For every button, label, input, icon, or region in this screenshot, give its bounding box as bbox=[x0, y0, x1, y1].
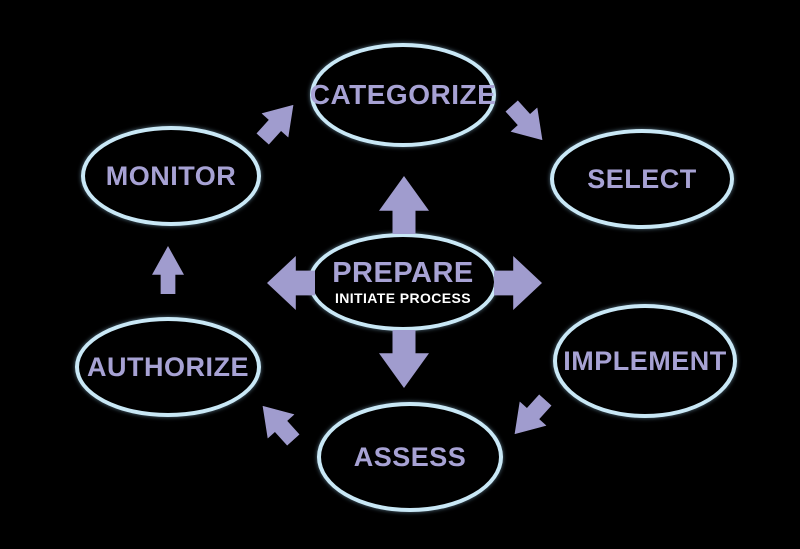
node-monitor: MONITOR bbox=[81, 126, 261, 226]
arrow-implement-to-assess-icon bbox=[501, 388, 559, 446]
node-authorize: AUTHORIZE bbox=[75, 317, 261, 417]
node-assess-label: ASSESS bbox=[353, 441, 467, 472]
arrow-left-icon bbox=[267, 256, 315, 310]
node-authorize-label: AUTHORIZE bbox=[87, 351, 249, 382]
node-prepare-sublabel: INITIATE PROCESS bbox=[334, 289, 472, 306]
arrow-authorize-to-monitor-icon bbox=[152, 246, 184, 294]
arrow-down-icon bbox=[379, 330, 429, 388]
node-select: SELECT bbox=[550, 129, 734, 229]
node-assess: ASSESS bbox=[317, 402, 503, 512]
arrow-right-icon bbox=[494, 256, 542, 310]
node-monitor-label: MONITOR bbox=[105, 160, 237, 191]
node-implement-label: IMPLEMENT bbox=[563, 345, 727, 376]
arrow-categorize-to-select-icon bbox=[498, 94, 556, 152]
node-categorize: CATEGORIZE bbox=[310, 43, 496, 147]
arrow-up-icon bbox=[379, 176, 429, 234]
node-implement: IMPLEMENT bbox=[553, 304, 737, 418]
node-prepare-label: PREPARE bbox=[332, 257, 474, 290]
arrow-monitor-to-categorize-icon bbox=[249, 93, 307, 151]
node-prepare: PREPARE INITIATE PROCESS bbox=[308, 233, 498, 331]
node-select-label: SELECT bbox=[587, 163, 697, 194]
arrow-assess-to-authorize-icon bbox=[249, 394, 307, 452]
node-categorize-label: CATEGORIZE bbox=[309, 79, 497, 110]
